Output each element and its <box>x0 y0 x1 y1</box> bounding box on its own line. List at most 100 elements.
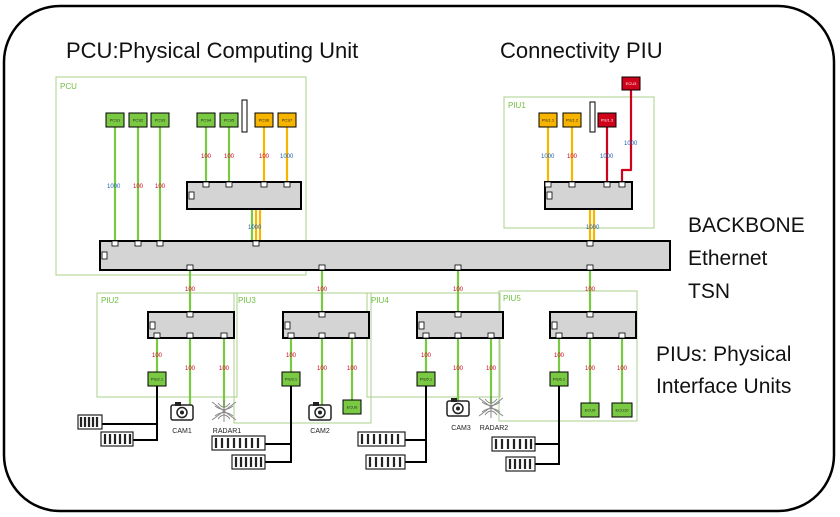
speed-label: 100 <box>347 366 358 372</box>
piu2-group <box>96 292 238 398</box>
speed-label: 1000 <box>248 225 262 231</box>
module-pcs6-label: PCS6 <box>259 118 270 123</box>
camera-icon <box>308 402 332 421</box>
sensor-bar-icon <box>505 456 536 472</box>
ethernet-label: Ethernet <box>688 247 768 270</box>
sensor-bar-icon <box>491 436 536 452</box>
radar-icon <box>478 396 504 418</box>
module-pcs6 <box>254 112 274 128</box>
module-pcs4 <box>196 112 216 128</box>
speed-label: 100 <box>317 287 328 293</box>
module-piu1-3 <box>597 112 617 128</box>
pcu-group <box>55 76 307 276</box>
module-pcs7 <box>277 112 297 128</box>
speed-label: 100 <box>224 154 235 160</box>
module-ecu10-label: ECU10 <box>616 408 630 413</box>
pius-label-line2: Interface Units <box>656 375 791 398</box>
connectivity-title: Connectivity PIU <box>500 38 663 63</box>
backbone-label: BACKBONE <box>688 214 805 237</box>
speed-label: 1000 <box>280 154 294 160</box>
speed-label: 100 <box>453 366 464 372</box>
module-piu5-1 <box>549 371 569 387</box>
sensor-bar-icon <box>365 454 406 470</box>
speed-label: 100 <box>259 154 270 160</box>
speed-label: 100 <box>554 353 565 359</box>
module-pcs3 <box>150 112 170 128</box>
module-piu3-1 <box>281 371 301 387</box>
piu1-switch <box>544 181 633 210</box>
camera-icon <box>170 402 194 421</box>
piu1-group <box>503 96 655 229</box>
module-pcs3-label: PCS3 <box>155 118 166 123</box>
speed-label: 100 <box>152 353 163 359</box>
speed-label: 100 <box>453 287 464 293</box>
speed-label: 1000 <box>541 154 555 160</box>
speed-label: 100 <box>185 366 196 372</box>
module-piu1-2-label: PIU1.2 <box>566 118 579 123</box>
piu3-group <box>233 292 372 424</box>
tsn-label: TSN <box>688 280 730 303</box>
speed-label: 100 <box>567 154 578 160</box>
speed-label: 1000 <box>586 225 600 231</box>
pcu-title: PCU:Physical Computing Unit <box>66 38 358 63</box>
piu4-group <box>366 292 501 398</box>
module-piu1-1-label: PIU1.1 <box>542 118 555 123</box>
module-piu5-1-label: PIU6.1 <box>553 377 566 382</box>
module-ecu9 <box>580 402 600 418</box>
sensor-bar-icon <box>77 414 103 430</box>
radar1-label: RADAR1 <box>213 428 242 435</box>
backbone-switch <box>99 240 671 271</box>
cam3-label: CAM3 <box>451 425 471 432</box>
piu2-group-label: PIU2 <box>101 296 119 305</box>
sensor-bar-icon <box>231 454 266 470</box>
module-piu1-2 <box>562 112 582 128</box>
pius-label-line1: PIUs: Physical <box>656 343 791 366</box>
module-ecu9-label: ECU9 <box>585 408 596 413</box>
module-ecu-top-label: ECU3 <box>626 81 637 86</box>
pcu-group-label: PCU <box>60 82 77 91</box>
piu4-group-label: PIU4 <box>371 296 389 305</box>
sensor-bar-icon <box>357 431 406 447</box>
module-ecu-top <box>621 76 641 91</box>
speed-label: 100 <box>201 154 212 160</box>
module-pcs2-label: PCS2 <box>133 118 144 123</box>
module-pcs1 <box>105 112 125 128</box>
module-piu1-3-label: PIU1.3 <box>601 118 614 123</box>
speed-label: 100 <box>617 366 628 372</box>
speed-label: 100 <box>486 366 497 372</box>
module-pcs1-label: PCS1 <box>110 118 121 123</box>
speed-label: 100 <box>317 366 328 372</box>
speed-label: 100 <box>585 366 596 372</box>
speed-label: 100 <box>185 287 196 293</box>
module-pcs7-label: PCS7 <box>282 118 293 123</box>
sensor-bar-icon <box>211 435 266 451</box>
piu1-separator <box>589 101 596 133</box>
module-pcs2 <box>128 112 148 128</box>
pcu-separator <box>241 99 248 133</box>
speed-label: 100 <box>421 353 432 359</box>
camera-icon <box>446 398 470 417</box>
piu3-switch <box>282 311 370 339</box>
speed-label: 100 <box>155 184 166 190</box>
module-ecu10 <box>611 402 633 418</box>
module-piu4-1 <box>416 371 436 387</box>
cam2-label: CAM2 <box>310 428 330 435</box>
speed-label: 100 <box>585 287 596 293</box>
piu5-group <box>498 290 638 422</box>
piu3-group-label: PIU3 <box>238 296 256 305</box>
module-pcs5-label: PCS5 <box>224 118 235 123</box>
speed-label: 1000 <box>107 184 121 190</box>
piu1-group-label: PIU1 <box>508 101 526 110</box>
module-piu3-1-label: PIU3.1 <box>285 377 298 382</box>
module-ecu6 <box>342 399 362 415</box>
module-pcs5 <box>219 112 239 128</box>
module-pcs4-label: PCS4 <box>201 118 212 123</box>
cam1-label: CAM1 <box>172 428 192 435</box>
speed-label: 100 <box>286 353 297 359</box>
module-ecu6-label: ECU6 <box>347 405 358 410</box>
speed-label: 100 <box>133 184 144 190</box>
radar2-label: RADAR2 <box>480 425 509 432</box>
speed-label: 100 <box>219 366 230 372</box>
module-piu4-1-label: PIU5.1 <box>420 377 433 382</box>
